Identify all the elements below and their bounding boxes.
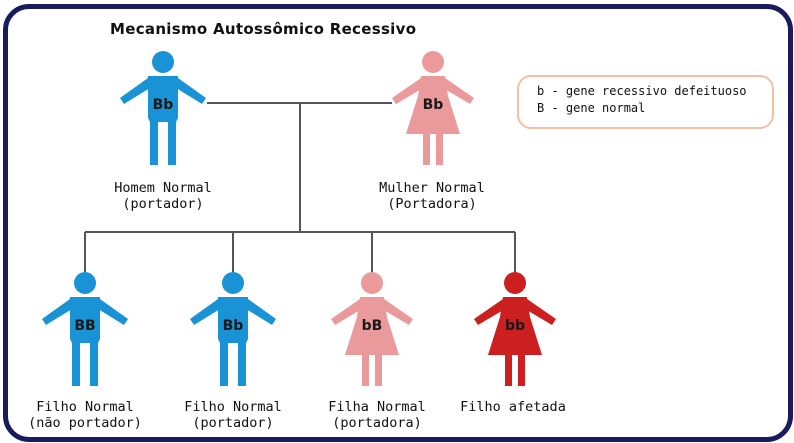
- child4-left-arm: [474, 299, 505, 325]
- child2-genotype: Bb: [223, 318, 244, 334]
- father-head: [152, 51, 174, 73]
- child3-label-line2: (portadora): [332, 415, 422, 431]
- diagram-title: Mecanismo Autossômico Recessivo: [110, 20, 417, 38]
- child4-right-leg: [518, 355, 525, 386]
- child2-left-arm: [190, 299, 220, 325]
- child3-right-leg: [375, 355, 382, 386]
- child1-label: Filho Normal (não portador): [10, 399, 160, 431]
- father-label-line2: (portador): [122, 196, 204, 212]
- child3-head: [361, 272, 383, 294]
- child3-right-arm: [382, 299, 413, 325]
- mother-figure: [392, 51, 474, 165]
- child4-left-leg: [505, 355, 512, 386]
- child1-genotype: BB: [74, 318, 95, 334]
- father-right-arm: [176, 78, 206, 104]
- child4-figure: [474, 272, 556, 386]
- father-genotype: Bb: [153, 97, 174, 113]
- child3-label: Filha Normal (portadora): [312, 399, 442, 431]
- mother-label-line1: Mulher Normal: [379, 180, 485, 196]
- child4-dress: [488, 297, 542, 355]
- child4-genotype: bb: [505, 318, 525, 334]
- child2-label-line2: (portador): [192, 415, 274, 431]
- mother-head: [422, 51, 444, 73]
- child3-left-arm: [331, 299, 362, 325]
- child3-dress: [345, 297, 399, 355]
- mother-label: Mulher Normal (Portadora): [352, 180, 512, 212]
- child2-body: [218, 297, 248, 386]
- child2-right-arm: [246, 299, 276, 325]
- mother-right-leg: [436, 134, 443, 165]
- mother-right-arm: [443, 78, 474, 104]
- mother-genotype: Bb: [423, 97, 444, 113]
- legend-line-normal: B - gene normal: [537, 101, 646, 115]
- mother-dress: [406, 76, 460, 134]
- father-label-line1: Homem Normal: [114, 180, 212, 196]
- father-left-arm: [120, 78, 150, 104]
- pedigree-lines: [84, 102, 516, 272]
- child3-label-line1: Filha Normal: [328, 399, 426, 415]
- child4-label-line1: Filho afetada: [460, 399, 566, 415]
- legend-box: b - gene recessivo defeituoso B - gene n…: [517, 75, 774, 129]
- child1-label-line2: (não portador): [28, 415, 142, 431]
- child3-genotype: bB: [362, 318, 383, 334]
- child1-label-line1: Filho Normal: [36, 399, 134, 415]
- child1-left-arm: [42, 299, 72, 325]
- father-body: [148, 76, 178, 165]
- child3-left-leg: [362, 355, 369, 386]
- child2-label-line1: Filho Normal: [184, 399, 282, 415]
- child3-figure: [331, 272, 413, 386]
- child1-figure: [42, 272, 128, 386]
- child1-head: [74, 272, 96, 294]
- child2-label: Filho Normal (portador): [168, 399, 298, 431]
- mother-left-leg: [423, 134, 430, 165]
- mother-left-arm: [392, 78, 423, 104]
- father-label: Homem Normal (portador): [83, 180, 243, 212]
- child4-head: [504, 272, 526, 294]
- child1-right-arm: [98, 299, 128, 325]
- father-figure: [120, 51, 206, 165]
- child1-body: [70, 297, 100, 386]
- legend-line-recessive: b - gene recessivo defeituoso: [537, 84, 747, 98]
- child2-figure: [190, 272, 276, 386]
- child4-label: Filho afetada: [448, 399, 578, 415]
- child4-right-arm: [525, 299, 556, 325]
- child2-head: [222, 272, 244, 294]
- mother-label-line2: (Portadora): [387, 196, 477, 212]
